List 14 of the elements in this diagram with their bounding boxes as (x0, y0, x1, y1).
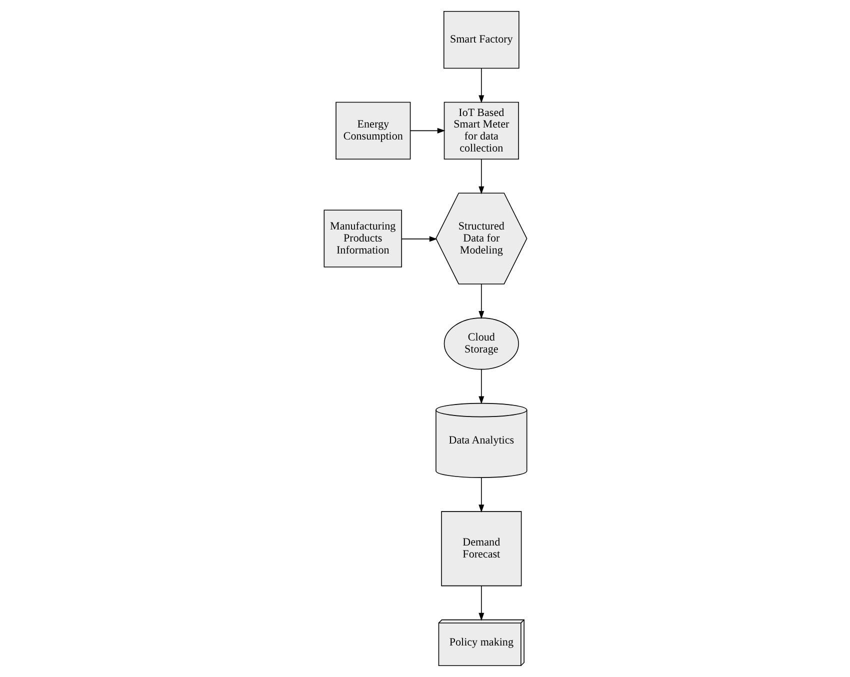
arrow (410, 128, 445, 134)
node-box: Demand Forecast (440, 511, 522, 586)
arrow (478, 368, 484, 404)
arrow (478, 477, 484, 513)
arrow (478, 158, 484, 194)
node-ellipse: Cloud Storage (443, 318, 518, 370)
node-box: Energy Consumption (335, 102, 410, 160)
arrow (400, 236, 437, 242)
node-box: Manufacturing Products Information (323, 210, 402, 268)
arrow (478, 68, 484, 104)
arrow (478, 585, 484, 621)
node-box: Smart Factory (442, 10, 519, 69)
node-box: IoT Based Smart Meter for data collection (443, 102, 518, 160)
arrow (478, 284, 484, 319)
